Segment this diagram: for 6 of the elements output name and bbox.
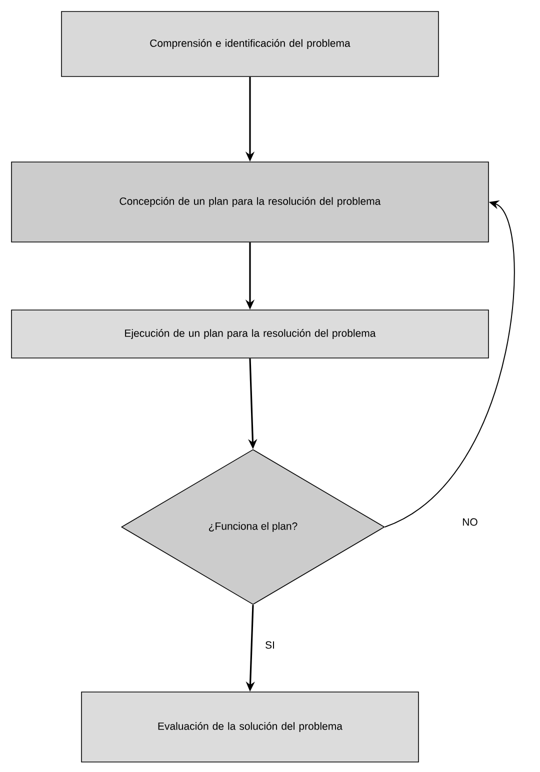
process-box: Concepción de un plan para la resolución del problema — [11, 162, 489, 242]
edge-label: SI — [264, 640, 276, 650]
process-box: Ejecución de un plan para la resolución del problema — [11, 310, 489, 358]
process-box: Evaluación de la solución del problema — [81, 692, 419, 762]
process-box: Comprensión e identificación del problema — [61, 11, 439, 77]
edge-label: NO — [460, 516, 480, 528]
